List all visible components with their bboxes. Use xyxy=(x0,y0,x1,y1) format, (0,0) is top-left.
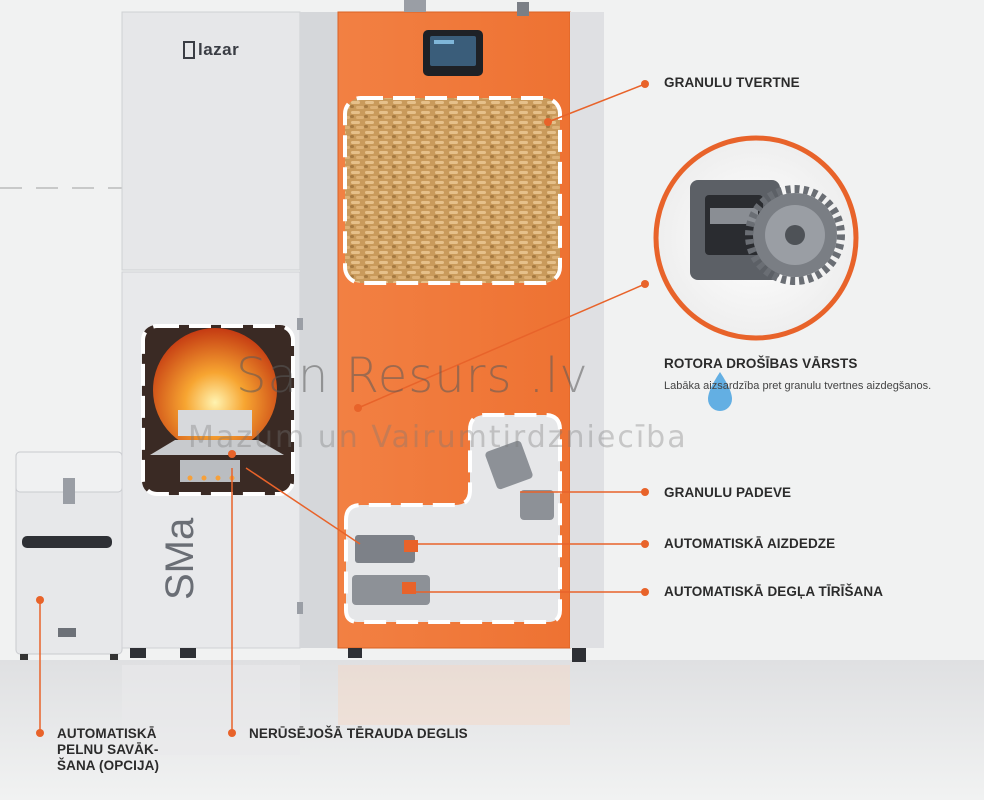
dot-rotora xyxy=(641,280,649,288)
label-automatiska-aizdedze: AUTOMATISKĀ AIZDEDZE xyxy=(664,536,836,551)
desc-rotora-drosibas-varsts: Labāka aizsardzība pret granulu tvertnes… xyxy=(664,380,932,392)
control-display-icon xyxy=(423,30,483,76)
dot-rotora-start xyxy=(354,404,362,412)
dot-granulu-padeve xyxy=(641,488,649,496)
watermark-title: San Resurs .lv xyxy=(236,348,589,404)
ash-bin xyxy=(15,451,123,660)
watermark-subtitle: Mazum un Vairumtirdzniecība xyxy=(188,420,688,455)
dot-granulu-tvertne-start xyxy=(544,118,552,126)
label-automatiska-pelnu-savaksana: AUTOMATISKĀ PELNU SAVĀK-ŠANA (OPCIJA) xyxy=(57,726,160,773)
dot-pelnu xyxy=(36,729,44,737)
label-granulu-padeve: GRANULU PADEVE xyxy=(664,485,792,500)
dot-tirisana xyxy=(641,588,649,596)
dot-granulu-tvertne xyxy=(641,80,649,88)
dot-deglis xyxy=(228,729,236,737)
model-name: SMa xyxy=(158,517,202,600)
label-nerusejosa-terauda-deglis: NERŪSĒJOŠĀ TĒRAUDA DEGLIS xyxy=(249,726,468,741)
water-drop-icon xyxy=(708,372,732,411)
label-rotora-drosibas-varsts: ROTORA DROŠĪBAS VĀRSTS xyxy=(664,356,858,371)
lazar-logo-icon xyxy=(183,41,195,59)
pellet-hopper xyxy=(337,0,604,662)
dot-deglis-start xyxy=(228,450,236,458)
label-granulu-tvertne: GRANULU TVERTNE xyxy=(664,75,800,90)
dot-aizdedze xyxy=(641,540,649,548)
label-automatiska-degla-tirisana: AUTOMATISKĀ DEGĻA TĪRĪŠANA xyxy=(664,584,884,599)
rotary-valve-gear-icon xyxy=(653,135,859,341)
dot-pelnu-start xyxy=(36,596,44,604)
leader-lines xyxy=(39,83,646,733)
combustion-chamber xyxy=(141,324,295,496)
brand-logo-text: lazar xyxy=(198,40,240,59)
